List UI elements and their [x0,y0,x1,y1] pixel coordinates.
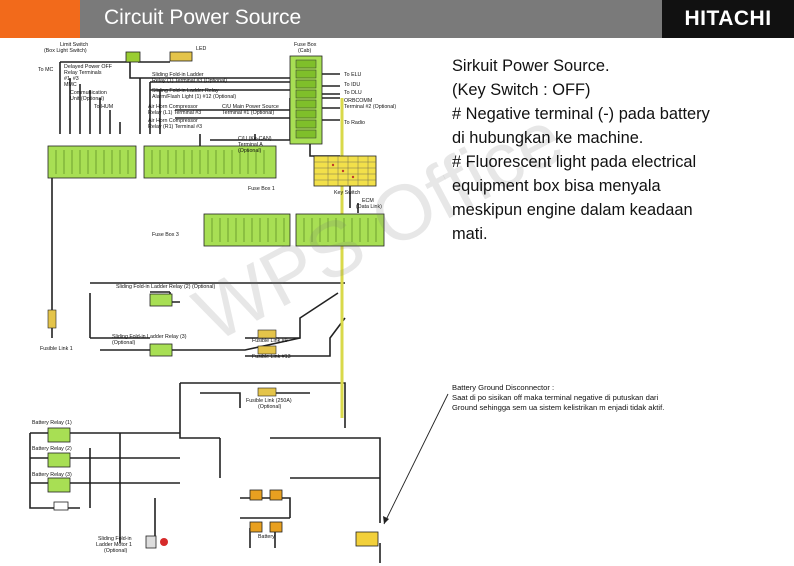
label-mmc: MMC [64,82,77,88]
label-sliding-relay2b: Alarm/Flash Light (1) #12 (Optional) [152,94,236,100]
label-relay-terminals-no: #1, #3 [64,76,79,82]
label-sliding-relay1: Sliding Fold-in Ladder [152,72,204,78]
label-sliding-relay-3: Sliding Fold-in Ladder Relay (3) [112,334,187,340]
label-cab: (Cab) [298,48,311,54]
page-title: Circuit Power Source [104,6,302,29]
description-line: # Fluorescent light pada electrical [452,153,697,171]
circuit-diagram: Limit Switch (Box Light Switch) LED Fuse… [29,42,449,563]
label-to-dlu: To DLU [344,90,362,96]
motor-indicator [160,538,168,546]
label-sliding-relay-3opt: (Optional) [112,340,135,346]
label-sliding-motorc: (Optional) [104,548,127,554]
label-battery-relay3: Battery Relay (3) [32,472,72,478]
note-line: Ground sehingga sem ua sistem kelistrika… [452,403,665,412]
label-cu-mainb: Terminal #1 (Optional) [222,110,274,116]
label-box-light-switch: (Box Light Switch) [44,48,87,54]
label-sliding-relay1b: Relay (1) Terminal #3 (Optional) [152,78,227,84]
fuse-box1-right [143,145,277,179]
label-air-horn-rb: Relay (R1) Terminal #3 [148,124,202,130]
description-line: equipment box bisa menyala [452,177,661,195]
label-to-radio: To Radio [344,120,365,126]
label-sliding-relay2: Sliding Fold-in Ladder Relay [152,88,219,94]
label-key-switch: Key Switch [334,190,360,196]
description-line: (Key Switch : OFF) [452,81,591,99]
key-switch-grid [314,156,376,186]
label-terminal-a: Terminal A [238,142,263,148]
note-line: Saat di po sisikan off maka terminal neg… [452,393,659,402]
label-cu-main: C/U Main Power Source [222,104,279,110]
battery-ground-disconnector-symbol [355,531,379,547]
key-switch-table [313,155,377,187]
label-sliding-motorb: Ladder Motor 1 [96,542,132,548]
description-line: meskipun engine dalam keadaan [452,201,693,219]
description-line: Sirkuit Power Source. [452,57,610,75]
label-air-horn-lb: Relay (L1) Terminal #3 [148,110,201,116]
label-fuse-box-cab: Fuse Box [294,42,317,48]
label-air-horn-r: Air Horn Compressor [148,118,198,124]
label-communication: Communication [70,90,107,96]
fusible-link-250-symbol [257,387,277,397]
label-to-hum: To HUM [94,104,113,110]
label-to-elu: To ELU [344,72,362,78]
label-air-horn-l: Air Horn Compressor [148,104,198,110]
limit-switch-symbol [125,51,141,63]
description-line: mati. [452,225,488,243]
label-battery-relay2: Battery Relay (2) [32,446,72,452]
label-fusible-link250: Fusible Link (250A) [246,398,292,404]
label-sliding-relay-2opt: Sliding Fold-in Ladder Relay (2) (Option… [116,284,215,290]
battery-relay-2 [47,452,71,468]
label-battery-relay1: Battery Relay (1) [32,420,72,426]
disconnector-note: Battery Ground Disconnector : Saat di po… [452,383,782,413]
label-fusible-link13: Fusible Link #13 [252,354,291,360]
label-data-link: (Data Link) [356,204,382,210]
label-orbcomm: ORBCOMM [344,98,372,104]
description-line: di hubungkan ke machine. [452,129,644,147]
label-fusible-link9: Fusible Link #9 [252,338,288,344]
description-block: Sirkuit Power Source. (Key Switch : OFF)… [452,54,782,246]
label-fuse-box3: Fuse Box 3 [152,232,179,238]
label-fusible-link1: Fusible Link 1 [40,346,73,352]
fuse-box3-cells [211,218,377,242]
label-led: LED [196,46,206,52]
label-limit-switch: Limit Switch [60,42,88,48]
label-cu-optional: (Optional) [238,148,261,154]
label-cu-kecan: C/U (Ke-CAN) [238,136,272,142]
header-bar: Circuit Power Source HITACHI [0,0,794,38]
label-sliding-motor: Sliding Fold-in [98,536,132,542]
fuse-box3-left [203,213,291,247]
label-battery: Battery [258,534,275,540]
battery-cells [249,489,283,533]
key-switch-dots [331,163,355,179]
label-to-mc: To MC [38,67,53,73]
fuse-box1-left [47,145,137,179]
fusible-link-9-symbol [257,329,277,339]
label-relay-terminals: Relay Terminals [64,70,102,76]
label-to-idu: To IDU [344,82,360,88]
label-delayed-power: Delayed Power OFF [64,64,113,70]
sliding-relay-3 [149,343,173,357]
callout-arrow-head [383,516,389,524]
fusible-link-13-symbol [257,345,277,355]
label-orbcomm-terminal: Terminal #2 (Optional) [344,104,396,110]
ladder-motor-symbol [145,535,157,549]
fuse-box1-cells [55,150,265,174]
description-line: # Negative terminal (-) pada battery [452,105,710,123]
callout-arrow [383,393,449,525]
battery-relay-1 [47,427,71,443]
label-unit-optional: Unit (Optional) [70,96,104,102]
header-accent [0,0,80,38]
fusible-link-1-symbol [47,309,57,329]
label-fuse-box1: Fuse Box 1 [248,186,275,192]
label-fusible-link250-opt: (Optional) [258,404,281,410]
brand-logo: HITACHI [662,0,794,38]
sliding-relay-2 [149,293,173,307]
fuse-box3-right [295,213,385,247]
diode-symbol [53,501,69,511]
fuse-box-cab-cells [295,59,317,139]
note-title: Battery Ground Disconnector : [452,383,555,392]
battery-relay-3 [47,477,71,493]
label-ecm: ECM [362,198,374,204]
led-symbol [169,51,193,62]
